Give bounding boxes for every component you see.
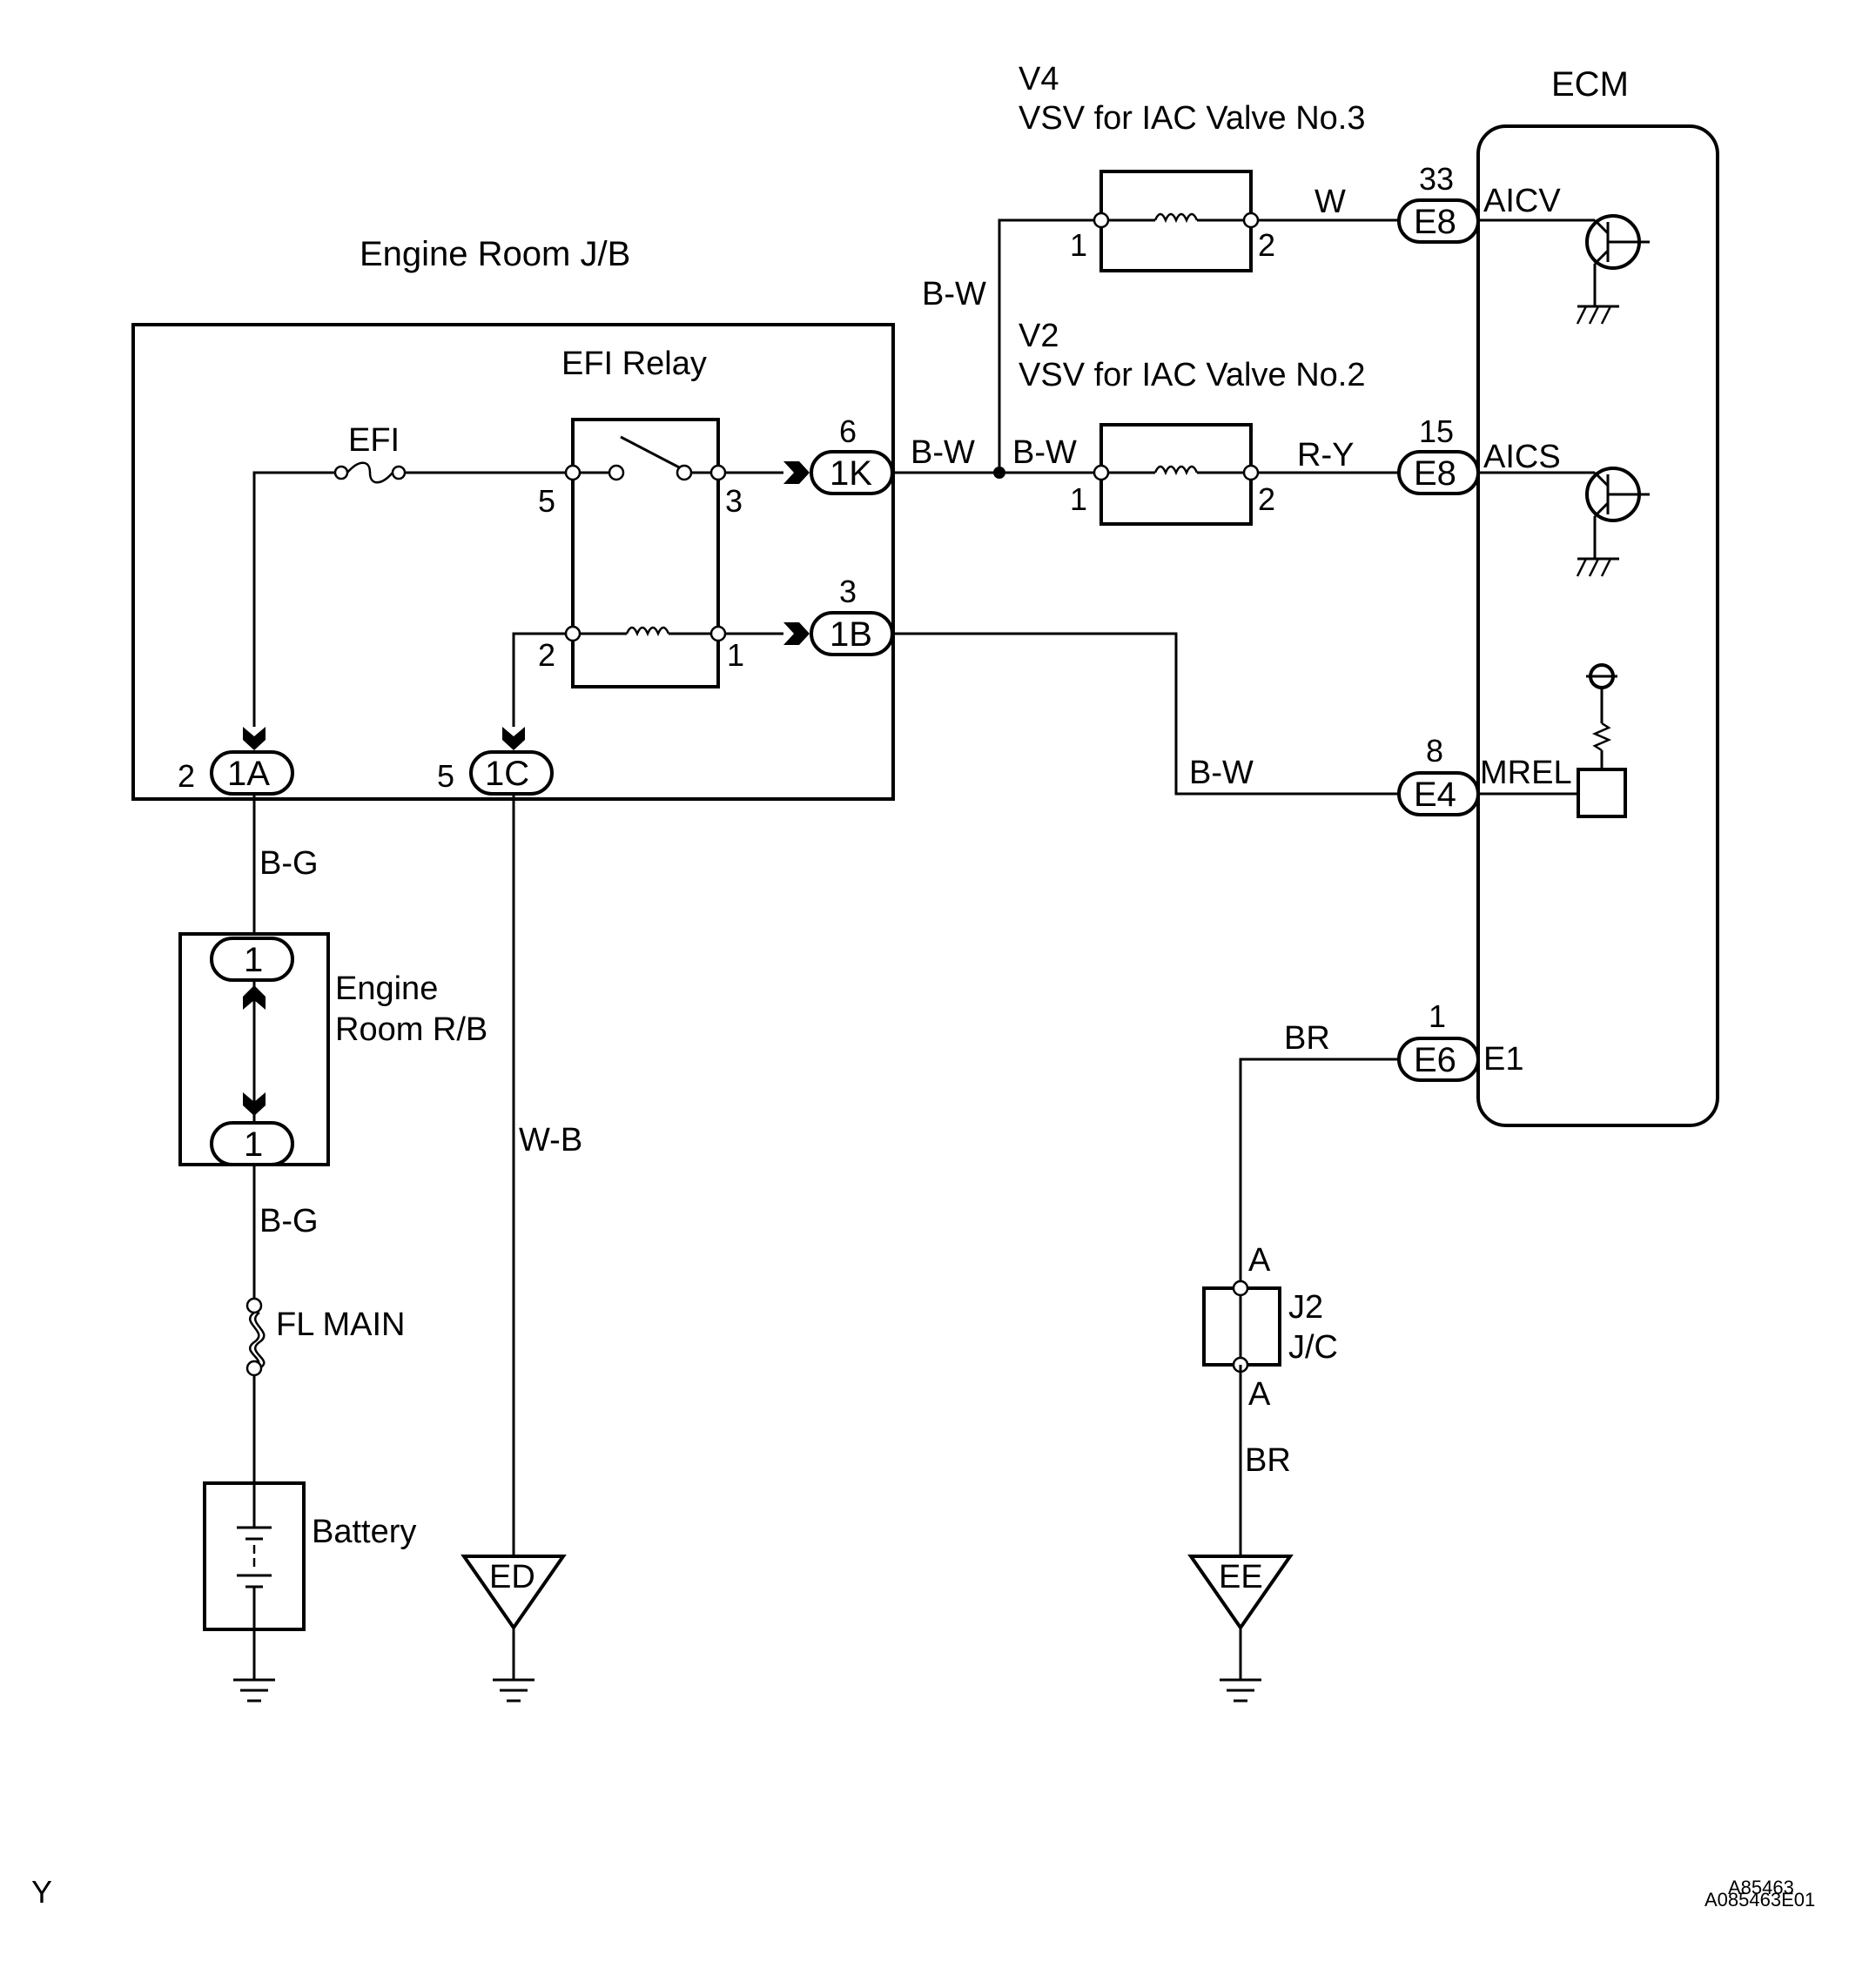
- connector-e8-aicv-pin: 33: [1419, 161, 1454, 197]
- v2-pin-1: 1: [1070, 481, 1087, 517]
- rb-connector-top-label: 1: [244, 941, 263, 979]
- wire-color-ry: R-Y: [1297, 437, 1354, 473]
- v2-id: V2: [1019, 318, 1059, 354]
- connector-e6-pin: 1: [1429, 998, 1446, 1034]
- wire-color-br-upper: BR: [1284, 1020, 1330, 1057]
- connector-1k-pin: 6: [839, 413, 857, 449]
- ground-ed-icon: [461, 1555, 567, 1703]
- rb-name-line2: Room R/B: [335, 1011, 487, 1048]
- relay-switch-icon: [564, 435, 727, 481]
- battery-label: Battery: [312, 1514, 416, 1550]
- efi-fuse-label: EFI: [348, 422, 400, 459]
- rb-connector-bottom: [210, 1121, 294, 1166]
- ecm-box: [1476, 124, 1719, 1127]
- mrel-driver-icon: [1577, 663, 1627, 818]
- relay-pin-3: 3: [725, 483, 743, 519]
- rb-name-line1: Engine: [335, 970, 438, 1007]
- ground-ee-label: EE: [1219, 1559, 1263, 1595]
- wire-color-bg-lower: B-G: [259, 1203, 319, 1239]
- v4-pin-2: 2: [1258, 227, 1275, 263]
- fl-main-label: FL MAIN: [276, 1306, 406, 1343]
- connector-1k-label: 1K: [830, 454, 872, 493]
- rb-connector-top: [210, 937, 294, 982]
- battery-icon: [237, 1483, 272, 1629]
- connector-1a-label: 1A: [227, 755, 270, 793]
- connector-e8-aics-pin: 15: [1419, 413, 1454, 449]
- ecm-terminal-e1: E1: [1483, 1041, 1523, 1078]
- jc-name: J/C: [1288, 1329, 1338, 1366]
- transistor-aicv-icon: [1576, 214, 1650, 325]
- wire-color-bw-to-v2: B-W: [1012, 434, 1077, 471]
- v4-coil-icon: [1093, 212, 1260, 229]
- ecm-terminal-mrel: MREL: [1480, 755, 1572, 791]
- rb-fuse-link-icon: [243, 980, 266, 1123]
- wire-color-w: W: [1314, 184, 1346, 220]
- fl-main-fusible-link-icon: [245, 1297, 266, 1377]
- wire-splice-to-v4: [998, 218, 1099, 473]
- ground-ee-icon: [1187, 1555, 1294, 1703]
- connector-1c-label: 1C: [485, 755, 529, 793]
- arrow-1c-icon: [502, 727, 525, 750]
- jc-pin-top: A: [1248, 1242, 1271, 1279]
- wire-color-bw-mrel: B-W: [1189, 755, 1254, 791]
- jc-id: J2: [1288, 1289, 1323, 1326]
- wire-color-bw-from-1k: B-W: [911, 434, 975, 471]
- efi-fuse-icon: [333, 461, 407, 484]
- connector-e8-aicv-label: E8: [1414, 203, 1456, 241]
- footer-right-code-top: A85463: [1728, 1877, 1794, 1898]
- wire-e6-to-jc: [1239, 1058, 1399, 1288]
- connector-1a: [210, 750, 294, 796]
- arrow-1a-icon: [243, 727, 266, 750]
- ecm-terminal-aicv: AICV: [1483, 183, 1561, 219]
- ground-battery-icon: [233, 1629, 275, 1703]
- wire-color-bw-vertical: B-W: [922, 276, 986, 312]
- connector-e6-label: E6: [1414, 1041, 1456, 1079]
- ground-ed-label: ED: [489, 1559, 535, 1595]
- arrow-1k-icon: [783, 461, 810, 484]
- connector-1b-pin: 3: [839, 574, 857, 609]
- engine-room-jb-box: [131, 323, 895, 801]
- ecm-terminal-aics: AICS: [1483, 439, 1561, 475]
- arrow-1b-icon: [783, 622, 810, 645]
- connector-1c: [469, 750, 554, 796]
- connector-e4-label: E4: [1414, 776, 1456, 814]
- wire-color-br-lower: BR: [1245, 1442, 1291, 1479]
- footer-right-code-bottom: A085463E01: [1704, 1889, 1815, 1911]
- rb-connector-bottom-label: 1: [244, 1125, 263, 1164]
- relay-coil-icon: [564, 625, 727, 642]
- v2-coil-icon: [1093, 464, 1260, 481]
- jb-title: Engine Room J/B: [360, 235, 630, 273]
- efi-relay-label: EFI Relay: [561, 346, 707, 382]
- v4-name: VSV for IAC Valve No.3: [1019, 100, 1365, 137]
- footer-left-code: Y: [31, 1874, 52, 1910]
- wire-relay2-to-1c: [512, 632, 566, 727]
- transistor-aics-icon: [1576, 467, 1650, 577]
- jc-pin-bottom: A: [1248, 1376, 1271, 1413]
- connector-e4-pin: 8: [1426, 733, 1443, 769]
- wire-color-bg-upper: B-G: [259, 845, 319, 882]
- jc-link-icon: [1232, 1279, 1249, 1373]
- v2-name: VSV for IAC Valve No.2: [1019, 357, 1365, 393]
- wire-1b-to-e4: [892, 632, 1399, 796]
- connector-e8-aics-label: E8: [1414, 454, 1456, 493]
- wire-1a-to-efi: [252, 471, 573, 727]
- relay-pin-2: 2: [538, 637, 555, 673]
- relay-pin-1: 1: [727, 637, 744, 673]
- relay-pin-5: 5: [538, 483, 555, 519]
- wire-color-wb: W-B: [519, 1122, 582, 1159]
- connector-1c-pin: 5: [437, 758, 454, 794]
- v4-id: V4: [1019, 61, 1059, 97]
- efi-relay-box: [571, 418, 720, 688]
- connector-1b-label: 1B: [830, 615, 872, 654]
- v4-pin-1: 1: [1070, 227, 1087, 263]
- connector-1a-pin: 2: [178, 758, 195, 794]
- v2-pin-2: 2: [1258, 481, 1275, 517]
- ecm-title: ECM: [1551, 65, 1629, 104]
